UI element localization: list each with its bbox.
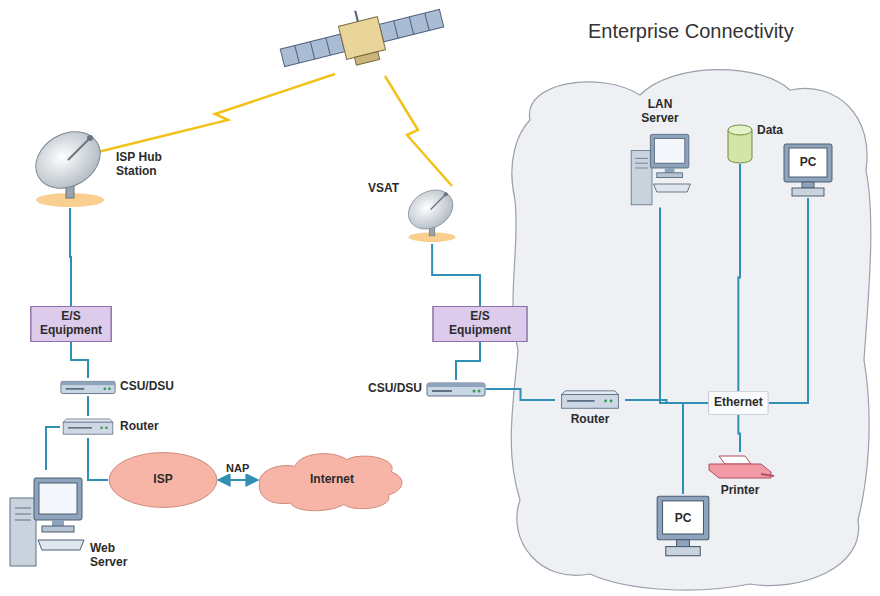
satellite	[276, 0, 448, 82]
ethernet-hub: Ethernet	[708, 391, 769, 415]
satellite-dish	[28, 122, 112, 208]
es-equipment: E/S Equipment	[432, 306, 528, 342]
web-server: Web Server	[6, 470, 140, 570]
pc-monitor	[782, 142, 834, 198]
node-label: E/S Equipment	[36, 310, 106, 338]
connector	[683, 403, 708, 494]
connector	[218, 479, 258, 481]
csu-dsu: CSU/DSU	[368, 380, 486, 398]
router: Router	[60, 416, 159, 438]
csu-dsu-unit	[60, 378, 116, 396]
node-label: ISP	[153, 473, 172, 487]
connector	[46, 427, 60, 470]
node-label: Web Server	[90, 542, 140, 570]
connector	[87, 396, 89, 416]
connector	[456, 342, 480, 380]
connector	[71, 342, 88, 378]
node-label: Printer	[721, 484, 760, 498]
connector	[432, 244, 480, 306]
node-label: CSU/DSU	[368, 382, 422, 396]
node-label: Ethernet	[714, 396, 763, 410]
connector	[738, 164, 740, 391]
node-label: LAN Server	[629, 98, 691, 126]
node-label: CSU/DSU	[120, 380, 174, 394]
connector	[88, 438, 108, 480]
vsat-station: VSAT	[368, 182, 461, 244]
lan-server: LAN Server	[628, 98, 692, 208]
node-label: ISP Hub Station	[116, 151, 178, 179]
edge-label: NAP	[224, 462, 251, 474]
printer-unit	[705, 452, 775, 482]
router-unit	[60, 416, 116, 438]
node-label: Router	[571, 413, 610, 427]
uplink-beam	[98, 74, 335, 152]
printer: Printer	[705, 452, 775, 498]
connector	[486, 389, 555, 400]
router: Router	[555, 389, 625, 427]
server-computer	[628, 128, 692, 208]
csu-dsu: CSU/DSU	[60, 378, 174, 396]
data-store: Data	[727, 124, 783, 164]
lan-region	[511, 70, 871, 590]
node-label: E/S Equipment	[445, 310, 515, 338]
satellite-dish	[403, 182, 461, 244]
diagram-title: Enterprise Connectivity	[588, 20, 794, 43]
node-label: Internet	[310, 473, 354, 487]
node-label: Router	[120, 420, 159, 434]
hub-station: ISP Hub Station	[28, 122, 178, 208]
csu-dsu-unit	[426, 380, 486, 398]
es-equipment: E/S Equipment	[30, 306, 112, 342]
pc-monitor	[655, 494, 711, 558]
router-unit	[555, 389, 625, 411]
internet-cloud: Internet	[258, 446, 406, 514]
node-label: PC	[675, 512, 692, 526]
node-label: PC	[800, 156, 817, 170]
connector	[769, 198, 808, 403]
server-computer	[6, 470, 86, 570]
node-label: VSAT	[368, 182, 399, 196]
connector	[70, 208, 71, 306]
downlink-beam	[385, 76, 452, 186]
data-cylinder	[727, 124, 753, 164]
connector	[738, 415, 740, 452]
node-label: Data	[757, 124, 783, 138]
connector	[660, 208, 708, 403]
pc: PC	[782, 142, 834, 198]
pc: PC	[655, 494, 711, 558]
isp-cloud: ISP	[108, 452, 218, 508]
